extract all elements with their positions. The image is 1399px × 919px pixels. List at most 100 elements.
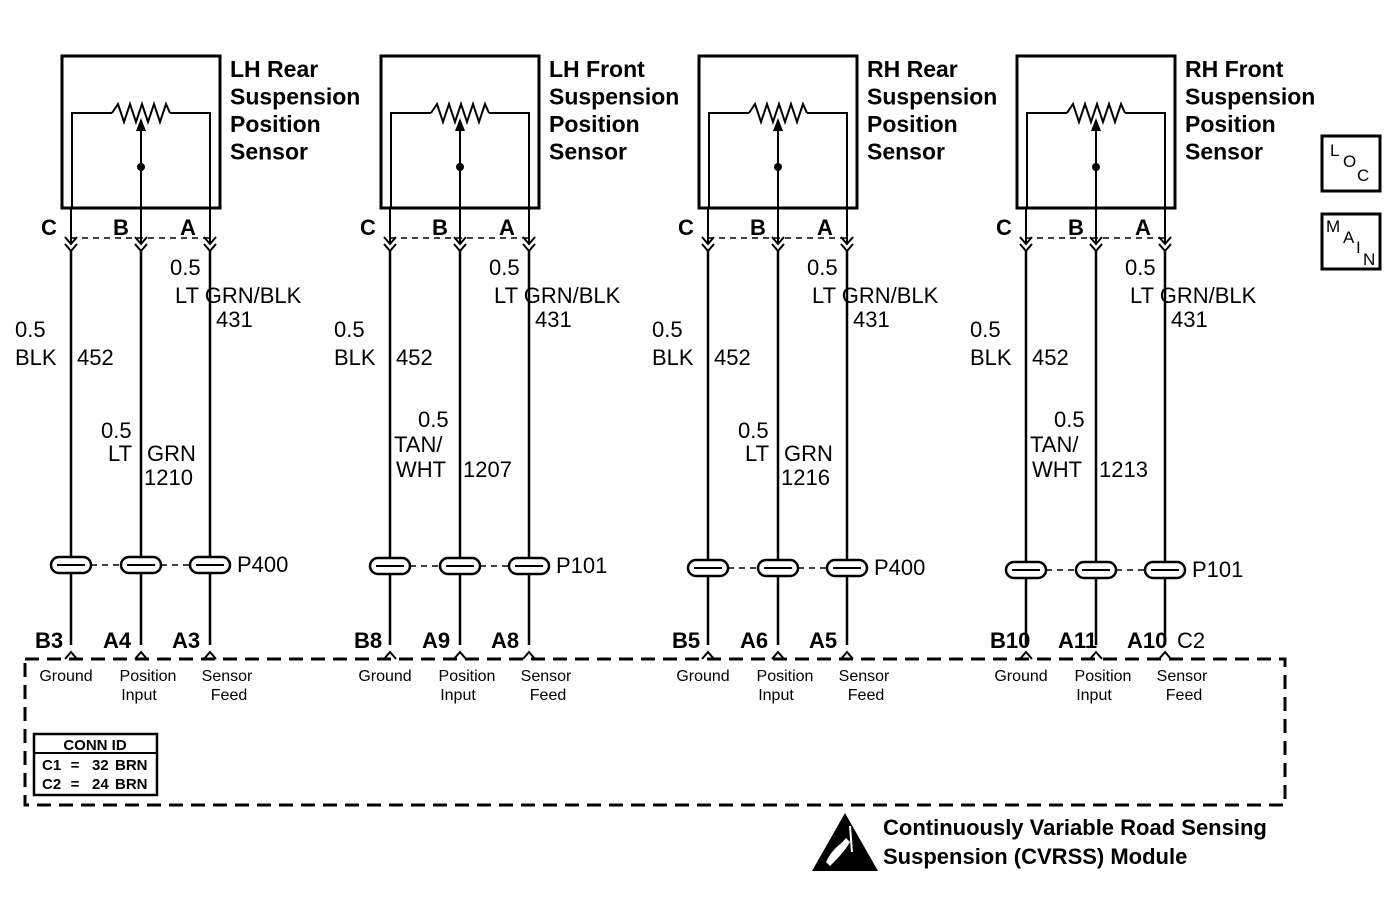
wire-size: 0.5: [170, 255, 201, 280]
sensor-name-line: Position: [867, 111, 958, 137]
esd-hand: [826, 838, 850, 866]
pin-function: Ground: [994, 668, 1047, 685]
sensor-inner-trace: [807, 112, 848, 208]
sensor-name-line: Suspension: [867, 84, 997, 110]
wire-color: LT: [108, 441, 132, 466]
pin-label-c: C: [360, 215, 376, 240]
conn-pins: 24: [92, 776, 109, 793]
module-pin-label: A5: [809, 628, 837, 653]
module-pin-label: A11: [1058, 628, 1097, 653]
sensor-name-line: Sensor: [230, 139, 308, 165]
wire-color: TAN/: [394, 432, 443, 457]
loc-letter: C: [1357, 166, 1369, 185]
potentiometer-icon: [430, 100, 490, 126]
conn-id-box: [32, 732, 159, 797]
sensor-name-line: Position: [230, 111, 321, 137]
wire-circuit: 431: [216, 307, 253, 332]
potentiometer-icon: [111, 100, 171, 126]
main-button-frame[interactable]: [1320, 212, 1382, 271]
pin-function: Sensor: [521, 668, 572, 685]
sensor-inner-trace: [1026, 112, 1067, 208]
esd-warning-icon: [812, 813, 878, 871]
wiper-arrow-icon: [455, 118, 465, 131]
wire-color: LT GRN/BLK: [494, 283, 621, 308]
module-pin-label: A4: [103, 628, 132, 653]
pin-label-a: A: [180, 215, 196, 240]
wire-color: BLK: [970, 345, 1012, 370]
sensor-inner-trace: [390, 112, 431, 208]
module-terminal-icon: [383, 650, 397, 660]
loc-letter: L: [1330, 141, 1339, 160]
pin-label-a: A: [817, 215, 833, 240]
module-pin-label: A6: [740, 628, 768, 653]
wire-color: BLK: [334, 345, 376, 370]
wire-size: 0.5: [1125, 255, 1156, 280]
module-pin-label: A3: [172, 628, 200, 653]
pin-function: Input: [440, 687, 476, 704]
wire-circuit: 1213: [1099, 457, 1148, 482]
connector-id: P400: [237, 552, 288, 577]
wire-circuit: 452: [396, 345, 433, 370]
wire-color: BLK: [15, 345, 57, 370]
loc-button-frame[interactable]: [1320, 134, 1382, 193]
wiper-arrow-icon: [1091, 118, 1101, 131]
wire-color: WHT: [396, 457, 446, 482]
conn-eq: =: [71, 757, 80, 774]
connector-id: P101: [556, 553, 607, 578]
module-pin-label: B10: [990, 628, 1030, 653]
sensor-name-line: Position: [1185, 111, 1276, 137]
wire-size: 0.5: [334, 317, 365, 342]
pin-function: Sensor: [1157, 668, 1208, 685]
pin-function: Input: [1076, 687, 1112, 704]
connector-id: P400: [874, 555, 925, 580]
pin-function: Position: [439, 668, 496, 685]
module-terminal-icon: [64, 650, 78, 660]
wire-color: LT GRN/BLK: [175, 283, 302, 308]
pin-label-c: C: [678, 215, 694, 240]
wiper-dot: [1092, 163, 1100, 171]
pin-function: Feed: [211, 687, 247, 704]
potentiometer-icon: [748, 100, 808, 126]
pin-function: Feed: [1166, 687, 1202, 704]
pin-label-a: A: [1135, 215, 1151, 240]
module-terminal-icon: [840, 650, 854, 660]
pin-function: Sensor: [202, 668, 253, 685]
module-pin-label: A9: [422, 628, 450, 653]
module-title-line: Suspension (CVRSS) Module: [883, 844, 1187, 869]
pin-function: Position: [1075, 668, 1132, 685]
sensor-name-line: Sensor: [1185, 139, 1263, 165]
wiper-dot: [137, 163, 145, 171]
pin-label-b: B: [1068, 215, 1084, 240]
pin-function: Position: [757, 668, 814, 685]
main-letter: A: [1343, 228, 1355, 247]
sensor-inner-trace: [71, 112, 112, 208]
main-letter: M: [1326, 217, 1340, 236]
module-title-line: Continuously Variable Road Sensing: [883, 815, 1267, 840]
sensor-inner-trace: [170, 112, 211, 208]
wire-color: LT GRN/BLK: [1130, 283, 1257, 308]
esd-slash: [849, 825, 853, 853]
sensor-name-line: Sensor: [549, 139, 627, 165]
loc-button[interactable]: LOC: [1320, 134, 1382, 193]
wire-color: WHT: [1032, 457, 1082, 482]
pin-function: Ground: [358, 668, 411, 685]
wire-size: 0.5: [15, 317, 46, 342]
sensor-inner-trace: [708, 112, 749, 208]
module-terminal-icon: [134, 650, 148, 660]
pin-label-b: B: [750, 215, 766, 240]
wire-color: GRN: [147, 441, 196, 466]
wire-size: 0.5: [418, 407, 449, 432]
wire-size: 0.5: [101, 418, 132, 443]
wire-circuit: 452: [1032, 345, 1069, 370]
pin-function: Sensor: [839, 668, 890, 685]
conn-id-header: CONN ID: [63, 737, 127, 754]
wire-color: GRN: [784, 441, 833, 466]
sensor-inner-trace: [1125, 112, 1166, 208]
module-terminal-icon: [203, 650, 217, 660]
wire-circuit: 1210: [144, 465, 193, 490]
